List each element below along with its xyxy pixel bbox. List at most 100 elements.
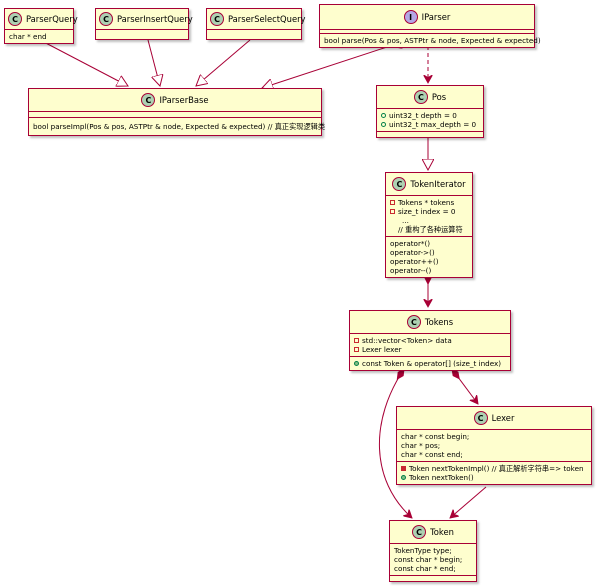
method: Token nextToken() — [409, 473, 474, 482]
field-row: uint32_t depth = 0 — [381, 111, 479, 120]
field: char * end — [9, 32, 47, 41]
field: TokenType type; — [394, 546, 452, 555]
field-row: std::vector<Token> data — [354, 336, 506, 345]
class-header: C Pos — [377, 86, 483, 109]
methods-section: const Token & operator[] (size_t index) — [350, 356, 510, 370]
public-visibility-icon — [381, 113, 386, 118]
composition-line-tokens-token — [379, 369, 412, 518]
class-stereotype-icon: C — [141, 93, 156, 107]
field: char * const end; — [401, 450, 463, 459]
method-row: Token nextToken() — [401, 473, 587, 482]
class-name: IParserBase — [159, 94, 209, 105]
method: operator--() — [390, 266, 432, 275]
method: Token nextTokenImpl() // 真正解析字符串=> token — [409, 464, 584, 473]
class-header: I IParser — [320, 5, 534, 30]
extends-line-parserselectquery — [196, 39, 251, 86]
implements-line-iparser — [262, 46, 390, 88]
class-header: C IParserBase — [29, 89, 321, 112]
class-header: C Lexer — [397, 407, 591, 430]
method: operator++() — [390, 257, 439, 266]
class-pos: C Pos uint32_t depth = 0 uint32_t max_de… — [376, 85, 484, 138]
method: bool parseImpl(Pos & pos, ASTPtr & node,… — [33, 122, 326, 131]
class-token: C Token TokenType type; const char * beg… — [389, 520, 477, 582]
public-visibility-icon — [401, 475, 406, 480]
field: const char * end; — [394, 564, 456, 573]
class-header: C ParserQuery — [5, 9, 78, 30]
field: Tokens * tokens — [398, 198, 455, 207]
field: ... — [402, 216, 409, 225]
class-name: Token — [430, 526, 454, 537]
fields-section: char * const begin; char * pos; char * c… — [397, 430, 591, 461]
private-visibility-icon — [401, 466, 406, 471]
field-row: uint32_t max_depth = 0 — [381, 120, 479, 129]
field: const char * begin; — [394, 555, 463, 564]
class-header: C Tokens — [350, 311, 510, 334]
private-visibility-icon — [390, 200, 395, 205]
class-stereotype-icon: C — [392, 177, 407, 191]
private-visibility-icon — [354, 338, 359, 343]
class-parserselectquery: C ParserSelectQuery — [206, 8, 306, 40]
class-stereotype-icon: C — [412, 525, 427, 539]
private-visibility-icon — [354, 347, 359, 352]
methods-section: bool parseImpl(Pos & pos, ASTPtr & node,… — [29, 117, 326, 135]
class-lexer: C Lexer char * const begin; char * pos; … — [396, 406, 592, 485]
class-parserquery: C ParserQuery char * end — [4, 8, 78, 44]
class-tokens: C Tokens std::vector<Token> data Lexer l… — [349, 310, 511, 371]
class-name: TokenIterator — [410, 178, 466, 189]
field: char * const begin; — [401, 432, 470, 441]
class-name: IParser — [421, 11, 451, 22]
fields-section: uint32_t depth = 0 uint32_t max_depth = … — [377, 109, 483, 131]
class-stereotype-icon: C — [99, 12, 113, 26]
extends-line-parserinsertquery — [147, 39, 160, 86]
fields-section: std::vector<Token> data Lexer lexer — [350, 334, 510, 356]
methods-section: Token nextTokenImpl() // 真正解析字符串=> token… — [397, 461, 591, 484]
field: size_t index = 0 — [398, 207, 456, 216]
field: Lexer lexer — [362, 345, 402, 354]
comment: // 重构了各种运算符 — [398, 225, 463, 234]
methods-section — [390, 575, 476, 581]
method: bool parse(Pos & pos, ASTPtr & node, Exp… — [324, 36, 541, 45]
method-row: const Token & operator[] (size_t index) — [354, 359, 506, 368]
fields-section: char * end — [5, 30, 73, 43]
method: operator->() — [390, 248, 435, 257]
method: operator*() — [390, 239, 431, 248]
private-visibility-icon — [390, 209, 395, 214]
class-stereotype-icon: C — [413, 90, 428, 104]
methods-section: bool parse(Pos & pos, ASTPtr & node, Exp… — [320, 33, 541, 47]
class-name: Tokens — [424, 316, 454, 327]
class-name: ParserInsertQuery — [117, 13, 193, 24]
association-line-lexer-token — [450, 486, 487, 518]
interface-iparser: I IParser bool parse(Pos & pos, ASTPtr &… — [319, 4, 541, 48]
interface-stereotype-icon: I — [403, 10, 418, 24]
class-header: C ParserInsertQuery — [96, 9, 193, 30]
field: std::vector<Token> data — [362, 336, 452, 345]
class-name: Lexer — [491, 412, 515, 423]
method: const Token & operator[] (size_t index) — [362, 359, 502, 368]
class-header: C Token — [390, 521, 476, 544]
field: uint32_t max_depth = 0 — [389, 120, 477, 129]
method-row: Token nextTokenImpl() // 真正解析字符串=> token — [401, 464, 587, 473]
methods-section — [377, 131, 483, 137]
composition-line-tokens-lexer — [452, 369, 478, 404]
field-row: size_t index = 0 — [390, 207, 468, 216]
class-header: C ParserSelectQuery — [207, 9, 306, 30]
class-name: ParserSelectQuery — [228, 13, 306, 24]
field-row: Tokens * tokens — [390, 198, 468, 207]
field-row: Lexer lexer — [354, 345, 506, 354]
class-stereotype-icon: C — [8, 12, 22, 26]
public-visibility-icon — [381, 122, 386, 127]
methods-section: operator*() operator->() operator++() op… — [386, 236, 472, 277]
extends-line-parserquery — [39, 39, 128, 86]
class-name: Pos — [431, 91, 447, 102]
class-iparserbase: C IParserBase bool parseImpl(Pos & pos, … — [28, 88, 326, 136]
class-stereotype-icon: C — [406, 315, 421, 329]
class-stereotype-icon: C — [210, 12, 224, 26]
field: char * pos; — [401, 441, 441, 450]
fields-section: Tokens * tokens size_t index = 0 ... // … — [386, 196, 472, 236]
class-header: C TokenIterator — [386, 173, 472, 196]
class-tokeniterator: C TokenIterator Tokens * tokens size_t i… — [385, 172, 473, 278]
public-visibility-icon — [354, 361, 359, 366]
class-parserinsertquery: C ParserInsertQuery — [95, 8, 193, 40]
field: uint32_t depth = 0 — [389, 111, 457, 120]
class-name: ParserQuery — [26, 13, 78, 24]
